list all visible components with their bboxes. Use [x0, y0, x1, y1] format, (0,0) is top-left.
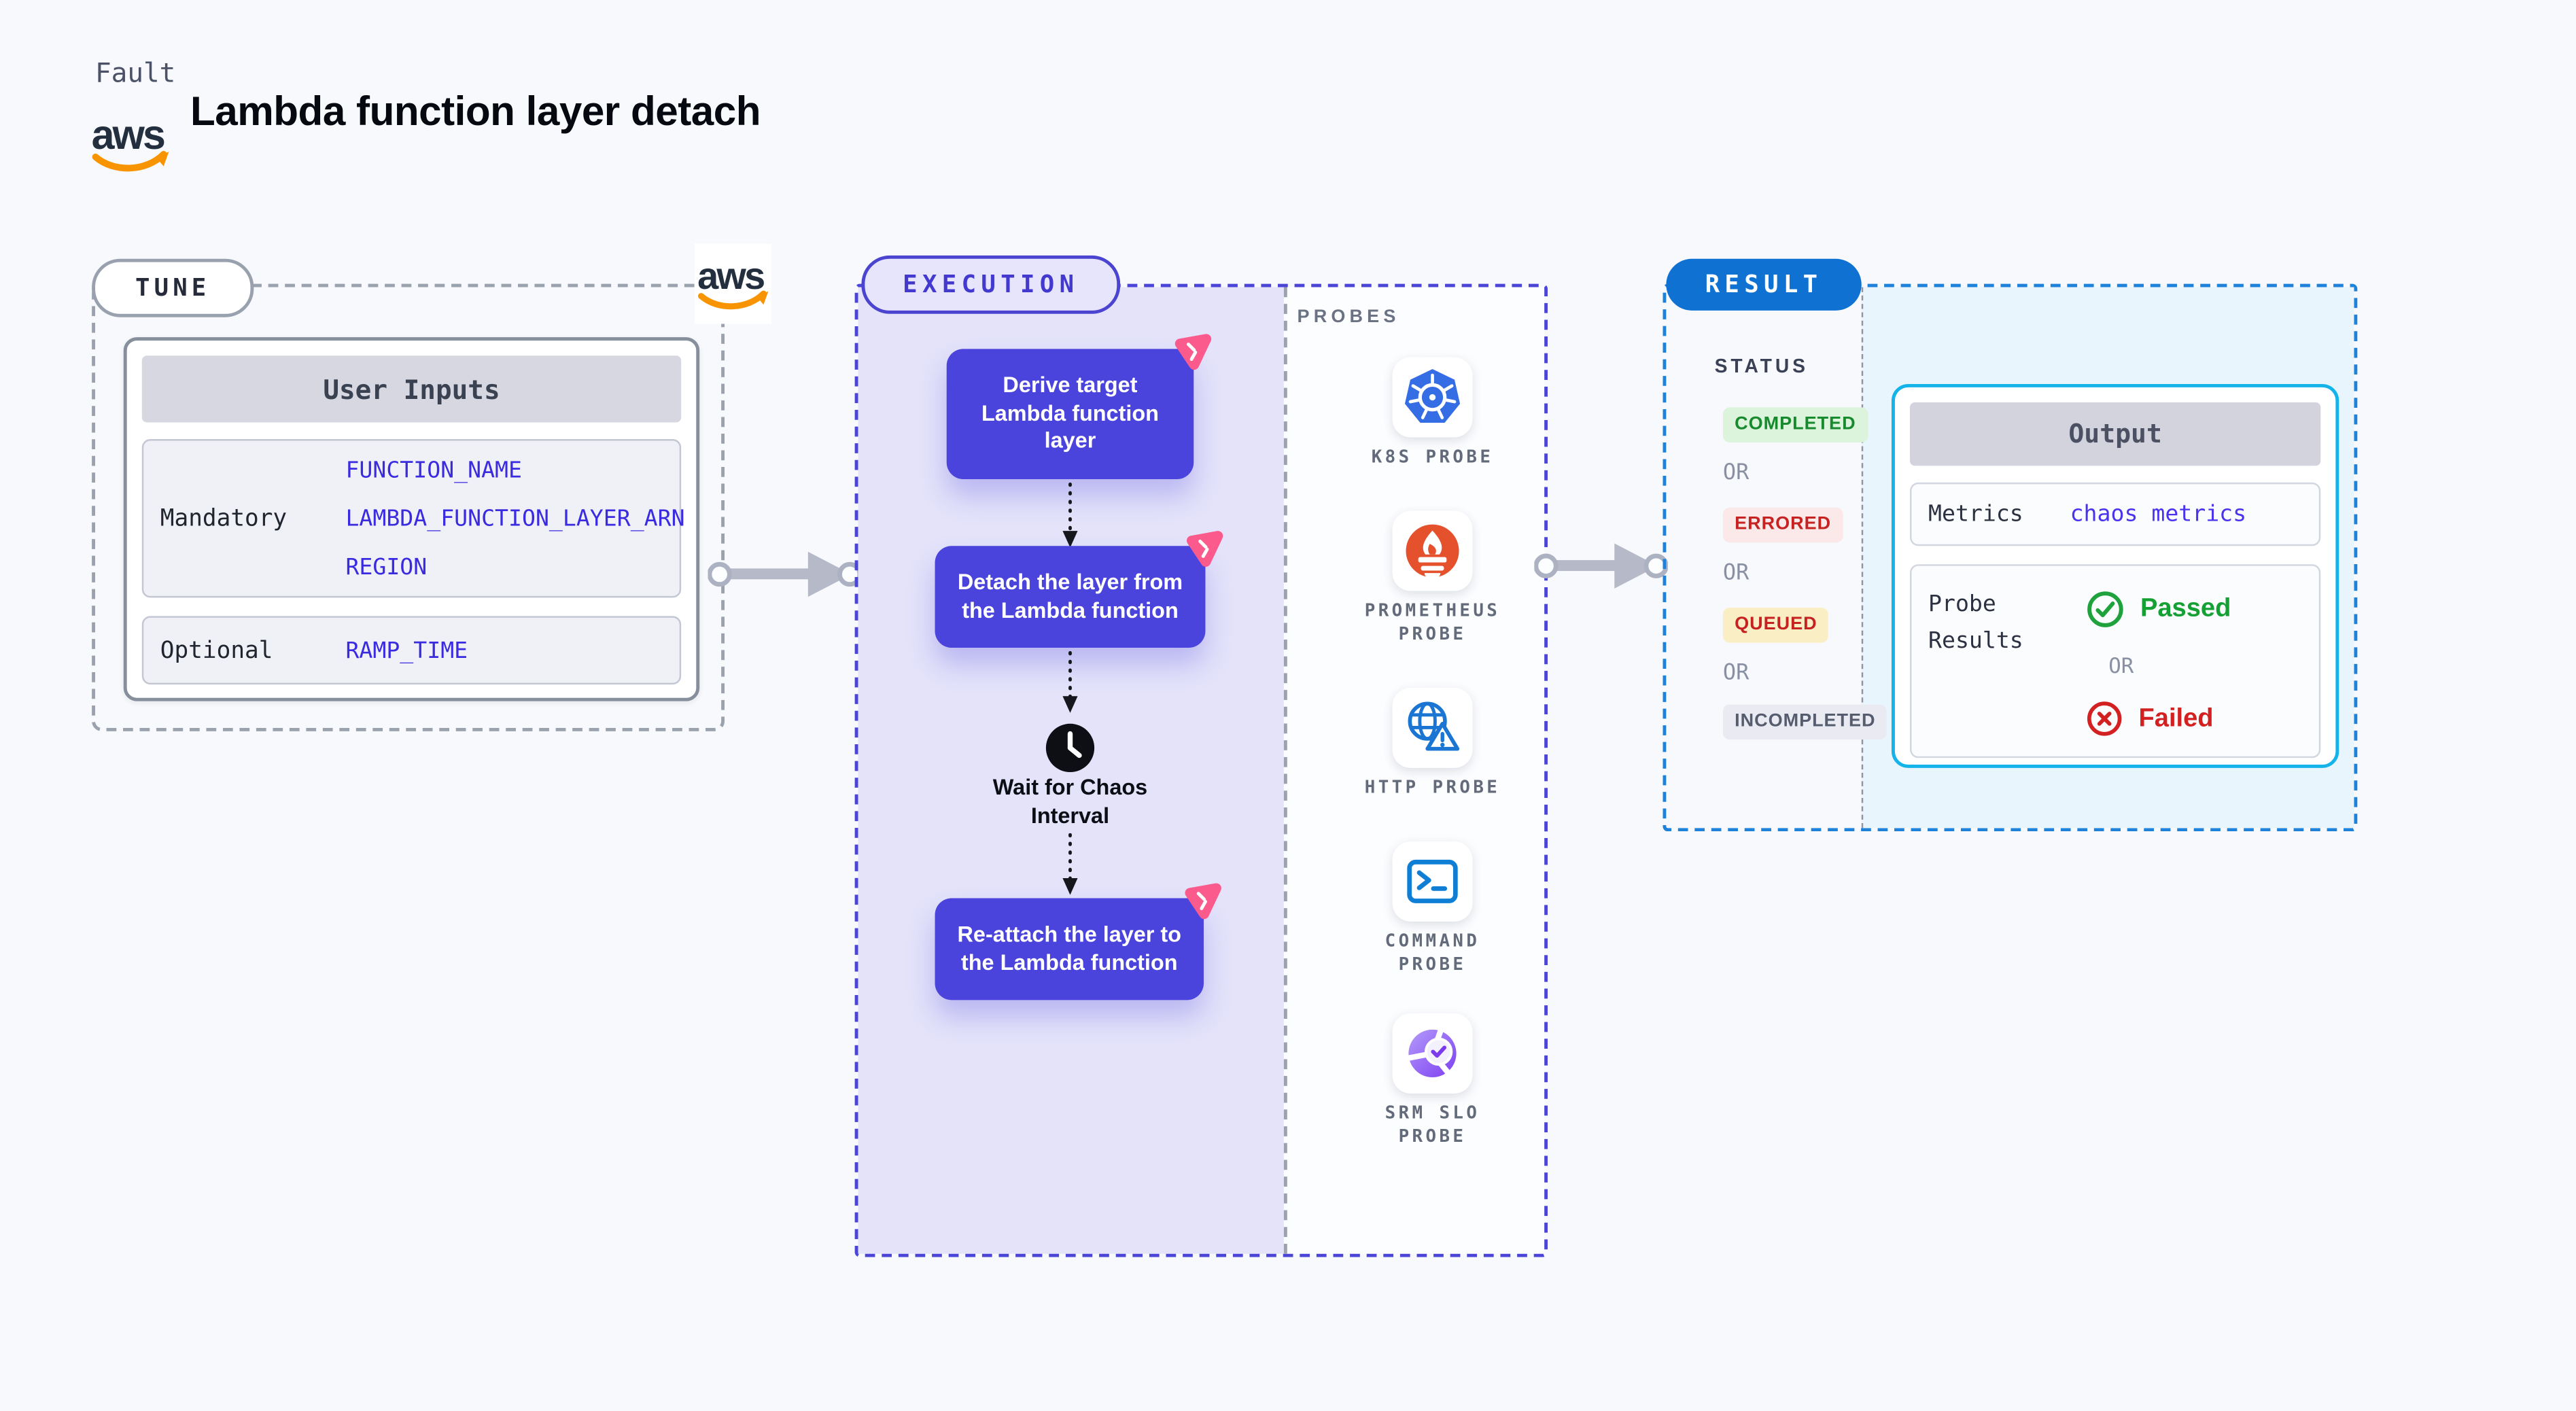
status-badge-errored: ERRORED: [1722, 507, 1843, 543]
flow-arrow-down: [1062, 482, 1078, 548]
aws-smile-swoosh: [92, 151, 167, 172]
or-separator: OR: [1722, 460, 1750, 486]
optional-row: Optional RAMP_TIME: [141, 616, 682, 685]
failed-label: Failed: [2138, 703, 2214, 733]
http-probe-card: [1392, 687, 1473, 768]
result-pill: RESULT: [1666, 258, 1862, 311]
probe-results-row: Probe Results Passed OR Failed: [1910, 564, 2321, 759]
user-inputs-table: User Inputs Mandatory FUNCTION_NAME LAMB…: [123, 337, 700, 701]
step-reattach-layer-label: Re-attach the layer to the Lambda functi…: [957, 920, 1181, 975]
step-detach-layer: Detach the layer from the Lambda functio…: [935, 546, 1206, 648]
prometheus-probe-label: PROMETHEUS PROBE: [1364, 601, 1501, 645]
command-probe-card: [1392, 841, 1473, 922]
terminal-icon: [1407, 859, 1458, 903]
or-separator: OR: [1722, 561, 1750, 587]
aws-smile-tip: [757, 291, 769, 305]
output-header: Output: [1910, 402, 2321, 466]
mandatory-label: Mandatory: [160, 505, 288, 532]
check-circle-icon: [2087, 591, 2123, 627]
prometheus-probe-card: [1392, 510, 1473, 591]
step-derive-layer-label: Derive target Lambda function layer: [981, 371, 1159, 453]
failed-verdict: Failed: [2085, 699, 2214, 737]
optional-values: RAMP_TIME: [345, 632, 468, 669]
srm-slo-icon: [1406, 1028, 1457, 1078]
tune-pill: TUNE: [92, 258, 254, 317]
page-title: Lambda function layer detach: [190, 90, 761, 135]
fault-kicker: Fault: [95, 56, 176, 89]
status-badge-queued: QUEUED: [1722, 608, 1829, 643]
srm-slo-probe-label: SRM SLO PROBE: [1385, 1103, 1480, 1147]
output-table: Output Metrics chaos metrics Probe Resul…: [1891, 383, 2339, 768]
or-separator: OR: [2108, 652, 2134, 678]
metrics-label: Metrics: [1928, 500, 2023, 528]
srm-slo-probe-card: [1392, 1013, 1473, 1094]
aws-smile-swoosh: [697, 290, 767, 310]
mandatory-row: Mandatory FUNCTION_NAME LAMBDA_FUNCTION_…: [141, 439, 685, 598]
or-separator: OR: [1722, 661, 1750, 686]
aws-logo-small: aws: [694, 243, 771, 324]
metrics-row: Metrics chaos metrics: [1910, 482, 2321, 546]
aws-smile-tip: [156, 152, 169, 167]
param-layer-arn: LAMBDA_FUNCTION_LAYER_ARN: [345, 505, 685, 532]
aws-logo-text: aws: [92, 111, 164, 158]
chaos-fault-icon: [1185, 883, 1221, 920]
param-ramp-time: RAMP_TIME: [345, 637, 468, 664]
x-circle-icon: [2087, 701, 2122, 736]
chaos-fault-icon: [1174, 334, 1212, 370]
result-section: STATUS COMPLETED OR ERRORED OR QUEUED OR…: [1663, 283, 2358, 832]
wait-chaos-interval-label: Wait for Chaos Interval: [992, 774, 1148, 829]
passed-verdict: Passed: [2085, 589, 2231, 629]
tune-section: [92, 283, 725, 731]
status-badge-completed: COMPLETED: [1722, 407, 1868, 442]
aws-logo-small-text: aws: [697, 254, 764, 297]
probe-results-label: Probe Results: [1928, 591, 2023, 655]
kubernetes-icon: [1404, 368, 1461, 423]
aws-logo-small-svg: aws: [697, 254, 769, 310]
user-inputs-header: User Inputs: [141, 355, 682, 423]
status-heading: STATUS: [1714, 357, 1809, 378]
clock-icon: [1045, 723, 1095, 773]
execution-pill: EXECUTION: [861, 255, 1121, 314]
flow-arrow-down: [1062, 833, 1078, 895]
metrics-value: chaos metrics: [2070, 500, 2247, 528]
k8s-probe-label: K8S PROBE: [1371, 447, 1494, 468]
k8s-probe-card: [1392, 357, 1473, 438]
chaos-fault-icon: [1186, 531, 1223, 567]
probes-divider: [1283, 287, 1287, 1254]
passed-label: Passed: [2140, 594, 2231, 623]
probes-heading: PROBES: [1297, 307, 1400, 328]
prometheus-icon: [1406, 524, 1459, 580]
step-reattach-layer: Re-attach the layer to the Lambda functi…: [935, 898, 1204, 1000]
execution-to-result-arrow: [1534, 543, 1668, 589]
status-badge-incompleted: INCOMPLETED: [1722, 704, 1887, 740]
param-region: REGION: [345, 553, 428, 580]
http-probe-label: HTTP PROBE: [1364, 778, 1501, 799]
tune-to-execution-arrow: [708, 551, 862, 597]
param-function-name: FUNCTION_NAME: [345, 456, 523, 484]
http-globe-icon: [1408, 701, 1460, 751]
execution-section: Derive target Lambda function layer Deta…: [854, 283, 1548, 1257]
step-detach-layer-label: Detach the layer from the Lambda functio…: [957, 568, 1183, 622]
flow-arrow-down: [1062, 650, 1078, 713]
step-derive-layer: Derive target Lambda function layer: [946, 349, 1194, 479]
command-probe-label: COMMAND PROBE: [1385, 931, 1480, 975]
aws-logo: aws: [92, 111, 169, 172]
mandatory-values: FUNCTION_NAME LAMBDA_FUNCTION_LAYER_ARN …: [345, 451, 684, 585]
optional-label: Optional: [160, 637, 273, 664]
result-divider: [1861, 287, 1864, 829]
